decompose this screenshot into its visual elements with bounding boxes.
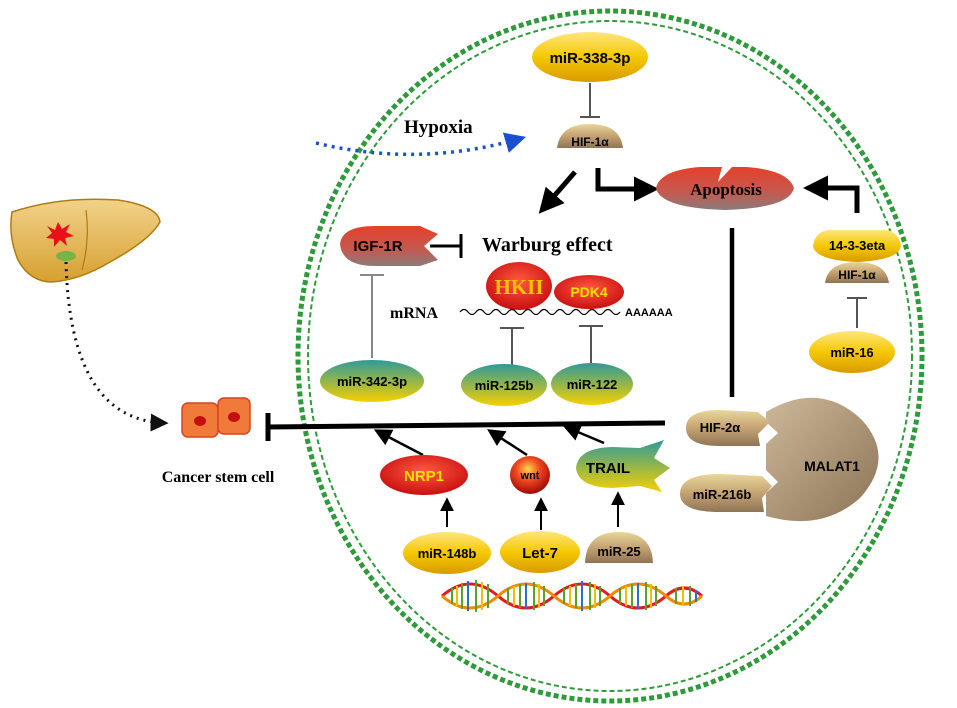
cell-boundary xyxy=(295,8,925,704)
svg-text:HKII: HKII xyxy=(494,275,543,299)
mir-25-node: miR-25 xyxy=(585,532,653,563)
svg-text:NRP1: NRP1 xyxy=(404,468,444,485)
mrna-label: mRNA xyxy=(390,305,438,322)
hif1a-top-node: HIF-1α xyxy=(557,124,623,149)
pdk4-node: PDK4 xyxy=(554,275,624,309)
svg-text:HIF-1α: HIF-1α xyxy=(571,135,609,149)
hypoxia-label: Hypoxia xyxy=(404,117,473,138)
mir-148b-node: miR-148b xyxy=(403,532,491,574)
polya-tail: AAAAAA xyxy=(625,307,673,319)
mir-122-node: miR-122 xyxy=(551,363,633,405)
igf1r-inhibits-warburg xyxy=(430,234,463,258)
liver-icon xyxy=(10,198,161,283)
svg-text:miR-148b: miR-148b xyxy=(418,546,477,561)
inhibit-hif1a-right xyxy=(847,297,867,328)
mir-338-3p-node: miR-338-3p xyxy=(532,32,648,82)
wnt-node: wnt xyxy=(510,456,550,494)
svg-text:miR-216b: miR-216b xyxy=(693,487,752,502)
mir-125b-node: miR-125b xyxy=(461,364,547,406)
mrna-strand xyxy=(459,308,621,316)
hif1a-to-apoptosis-arrow xyxy=(595,168,659,202)
svg-text:wnt: wnt xyxy=(520,470,540,482)
nrp1-node: NRP1 xyxy=(380,455,468,495)
wnt-arrow xyxy=(487,429,528,457)
svg-text:Apoptosis: Apoptosis xyxy=(690,180,762,199)
inhibit-hif1a xyxy=(580,83,600,118)
apoptosis-node: Apoptosis xyxy=(656,167,794,210)
inhibit-hkii-mrna xyxy=(500,327,524,365)
svg-text:miR-25: miR-25 xyxy=(597,544,640,559)
eta-to-apoptosis-arrow xyxy=(803,175,860,213)
hif2a-node: HIF-2α xyxy=(686,410,770,446)
mir-16-node: miR-16 xyxy=(809,331,895,373)
svg-text:HIF-1α: HIF-1α xyxy=(838,268,876,282)
hkii-node: HKII xyxy=(486,262,552,310)
mir-216b-node: miR-216b xyxy=(680,474,772,512)
malat1-node: MALAT1 xyxy=(766,397,879,522)
svg-text:miR-122: miR-122 xyxy=(567,377,618,392)
svg-text:HIF-2α: HIF-2α xyxy=(700,420,741,435)
svg-text:miR-125b: miR-125b xyxy=(475,378,534,393)
eta-14-3-3-node: 14-3-3eta xyxy=(813,230,901,262)
inhibition-to-stem-cell xyxy=(265,413,666,441)
svg-text:Let-7: Let-7 xyxy=(522,545,558,562)
trail-node: TRAIL xyxy=(576,440,670,492)
cancer-stem-cell-label: Cancer stem cell xyxy=(162,469,275,486)
dna-helix-icon xyxy=(441,580,703,612)
hif1a-to-warburg-arrow xyxy=(538,170,577,214)
liver-to-stem-arrow xyxy=(64,261,169,432)
svg-text:IGF-1R: IGF-1R xyxy=(353,238,402,255)
warburg-effect-label: Warburg effect xyxy=(482,234,613,256)
svg-text:miR-342-3p: miR-342-3p xyxy=(337,374,407,389)
svg-text:TRAIL: TRAIL xyxy=(586,460,630,477)
svg-text:miR-16: miR-16 xyxy=(830,345,873,360)
cancer-stem-cell-icon xyxy=(181,397,251,438)
trail-arrow xyxy=(562,424,605,445)
hif1a-right-node: HIF-1α xyxy=(825,262,889,283)
svg-text:PDK4: PDK4 xyxy=(570,284,608,300)
svg-text:miR-338-3p: miR-338-3p xyxy=(550,50,631,67)
mir-342-3p-node: miR-342-3p xyxy=(320,360,424,402)
inhibit-igf1r xyxy=(360,274,384,358)
igf1r-node: IGF-1R xyxy=(340,226,438,266)
svg-text:14-3-3eta: 14-3-3eta xyxy=(829,238,886,253)
svg-text:MALAT1: MALAT1 xyxy=(804,458,860,474)
hypoxia-arrow xyxy=(315,132,527,157)
inhibit-pdk4-mrna xyxy=(579,325,603,363)
nrp1-arrow xyxy=(373,429,424,457)
let7-node: Let-7 xyxy=(500,531,580,573)
